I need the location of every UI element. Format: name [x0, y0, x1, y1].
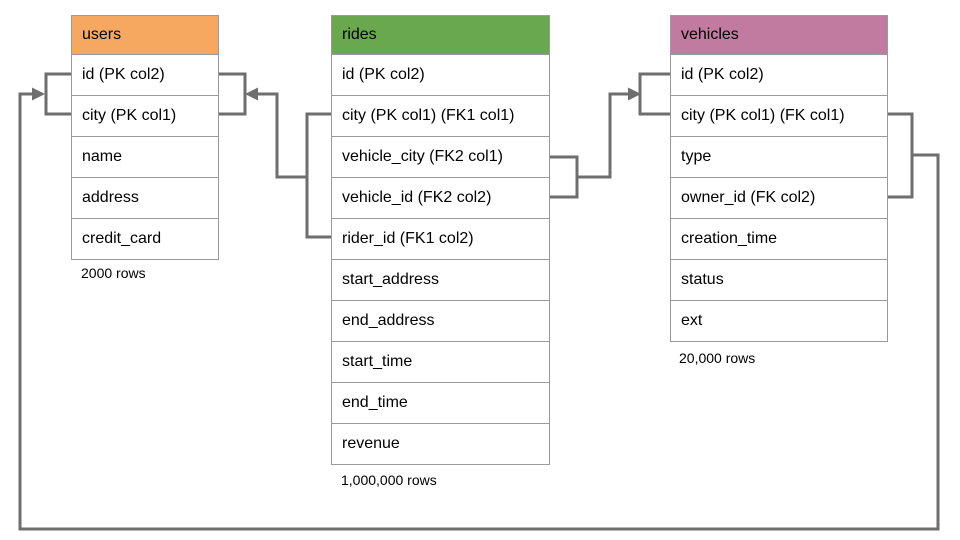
fk2-vehicles-bracket [638, 72, 670, 116]
table-rides-column: start_time [332, 341, 549, 382]
table-users-column: id (PK col2) [72, 54, 218, 95]
table-rides-column: city (PK col1) (FK1 col1) [332, 95, 549, 136]
fk2-rides-to-vehicles [550, 72, 670, 199]
table-users-header: users [72, 16, 218, 54]
table-rides-column: end_address [332, 300, 549, 341]
fk2-connector-line [577, 92, 629, 179]
fk2-arrowhead [628, 87, 641, 101]
table-vehicles-column: status [671, 259, 887, 300]
table-rides-rowcount: 1,000,000 rows [341, 472, 437, 488]
table-users-column: name [72, 136, 218, 177]
table-vehicles: vehicles id (PK col2) city (PK col1) (FK… [670, 15, 888, 342]
table-rides: rides id (PK col2) city (PK col1) (FK1 c… [331, 15, 550, 465]
table-rides-column: rider_id (FK1 col2) [332, 218, 549, 259]
table-users-column: address [72, 177, 218, 218]
table-vehicles-rowcount: 20,000 rows [679, 350, 756, 366]
table-users-column: city (PK col1) [72, 95, 218, 136]
table-vehicles-column: type [671, 136, 887, 177]
table-rides-column: start_address [332, 259, 549, 300]
table-vehicles-column: creation_time [671, 218, 887, 259]
table-rides-column: vehicle_city (FK2 col1) [332, 136, 549, 177]
table-vehicles-header: vehicles [671, 16, 887, 54]
fk2-rides-bracket [550, 155, 579, 199]
table-vehicles-column: id (PK col2) [671, 54, 887, 95]
fk1-arrowhead [245, 87, 258, 101]
table-users-rowcount: 2000 rows [81, 265, 146, 281]
fk-users-bracket [44, 72, 71, 116]
table-rides-column: id (PK col2) [332, 54, 549, 95]
fk1-users-bracket [219, 72, 247, 116]
table-vehicles-column: city (PK col1) (FK col1) [671, 95, 887, 136]
table-users: users id (PK col2) city (PK col1) name a… [71, 15, 219, 260]
table-vehicles-column: owner_id (FK col2) [671, 177, 887, 218]
fk-arrowhead [32, 87, 45, 101]
table-rides-column: vehicle_id (FK2 col2) [332, 177, 549, 218]
table-rides-header: rides [332, 16, 549, 54]
table-rides-column: end_time [332, 382, 549, 423]
fk1-rides-to-users [219, 72, 331, 239]
fk1-rides-bracket [305, 112, 331, 239]
fk1-connector-line [257, 92, 307, 179]
table-users-column: credit_card [72, 218, 218, 259]
table-vehicles-column: ext [671, 300, 887, 341]
table-rides-column: revenue [332, 423, 549, 464]
fk-vehicles-bracket [888, 112, 914, 199]
